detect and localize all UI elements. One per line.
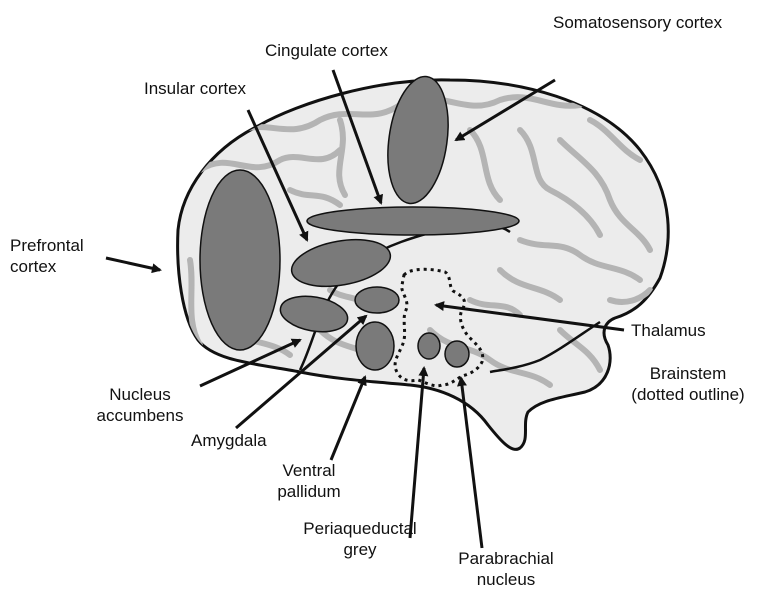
ventral-pallidum-region xyxy=(356,322,394,370)
prefrontal-cortex-region xyxy=(200,170,280,350)
periaqueductal-arrow xyxy=(410,368,424,538)
periaqueductal-grey-region xyxy=(418,333,440,359)
insular-cortex-label: Insular cortex xyxy=(144,78,246,99)
brainstem-label: Brainstem (dotted outline) xyxy=(618,363,758,405)
prefrontal-arrow xyxy=(106,258,160,270)
cingulate-cortex-label: Cingulate cortex xyxy=(265,40,388,61)
parabrachial-nucleus-label: Parabrachial nucleus xyxy=(436,548,576,590)
cingulate-cortex-region xyxy=(307,207,519,235)
ventral-pallidum-label: Ventral pallidum xyxy=(264,460,354,502)
periaqueductal-grey-label: Periaqueductal grey xyxy=(290,518,430,560)
amygdala-label: Amygdala xyxy=(191,430,267,451)
amygdala-region xyxy=(355,287,399,313)
parabrachial-nucleus-region xyxy=(445,341,469,367)
prefrontal-cortex-label: Prefrontal cortex xyxy=(10,235,84,277)
ventral-pallidum-arrow xyxy=(331,377,365,460)
thalamus-label: Thalamus xyxy=(631,320,706,341)
somatosensory-cortex-label: Somatosensory cortex xyxy=(553,12,722,33)
nucleus-accumbens-label: Nucleus accumbens xyxy=(90,384,190,426)
